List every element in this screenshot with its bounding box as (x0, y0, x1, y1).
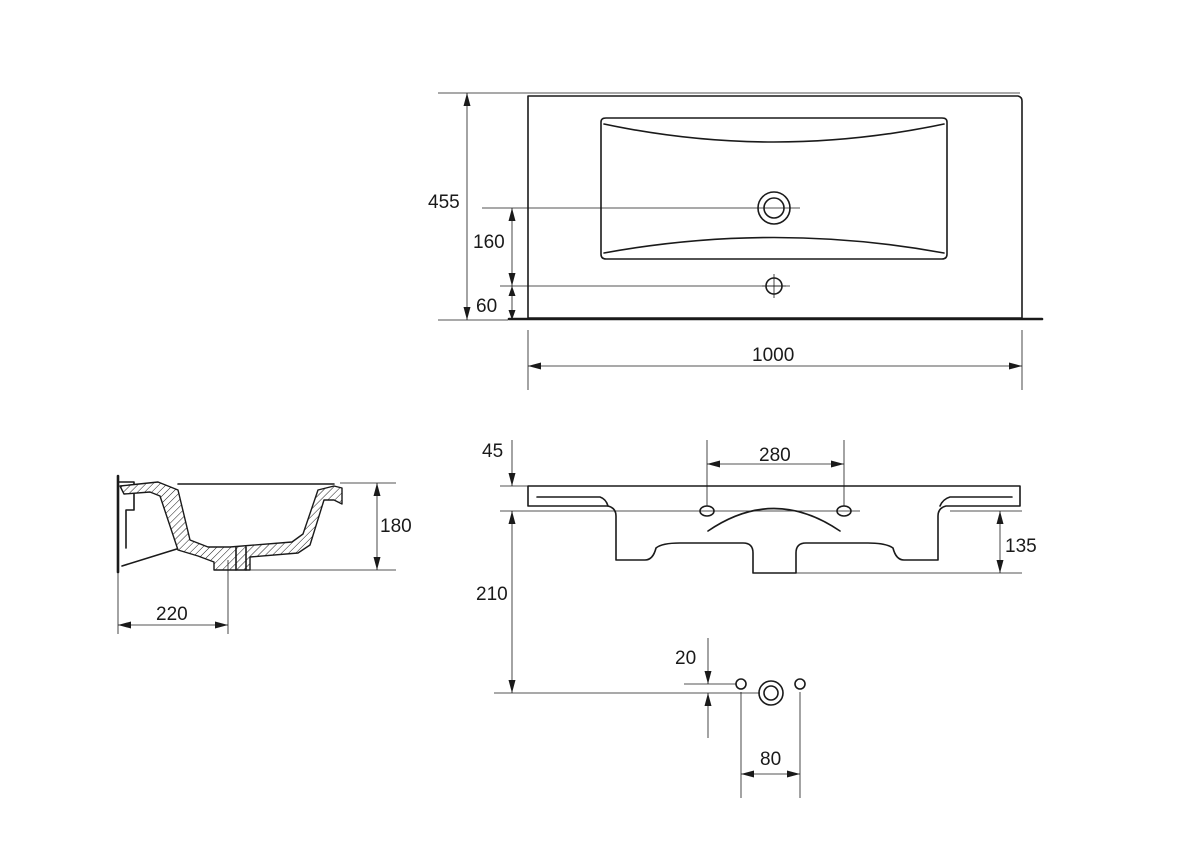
detail-drain-inner (763, 685, 779, 701)
bowl-arch (707, 507, 841, 532)
arrow-210-bottom (508, 680, 516, 693)
dim-label-1000: 1000 (752, 345, 794, 366)
arrow-220-right (215, 621, 228, 629)
arrow-160-bottom (508, 273, 516, 286)
arrow-80-left (741, 770, 754, 778)
arrow-1000-right (1009, 362, 1022, 370)
dim-label-210: 210 (476, 584, 508, 605)
inner-rim-right (939, 496, 1013, 507)
basin-outline-top (527, 95, 1023, 319)
top-view: 455 160 60 1000 (428, 92, 1044, 390)
mounting-bracket (117, 481, 135, 549)
arrow-280-right (831, 460, 844, 468)
arrow-20-bottom (704, 693, 712, 706)
detail-drain-outer (758, 680, 784, 706)
dim-label-20: 20 (675, 648, 696, 669)
dim-label-60: 60 (476, 296, 497, 317)
arrow-1000-left (528, 362, 541, 370)
arrow-220-left (118, 621, 131, 629)
side-view: 180 220 (116, 474, 412, 634)
bowl-outline-top (600, 117, 948, 260)
dim-label-220: 220 (156, 604, 188, 625)
detail-tap-right (794, 678, 806, 690)
arrow-160-top (508, 208, 516, 221)
arrow-135-bottom (996, 560, 1004, 573)
arrow-60-bottom (508, 310, 516, 320)
arrow-20-top (704, 671, 712, 684)
arrow-455-bottom (463, 307, 471, 320)
inner-rim-left (536, 496, 609, 507)
arrow-280-left (707, 460, 720, 468)
hole-detail-view: 20 80 (494, 638, 806, 798)
basin-underside (121, 547, 181, 567)
dim-label-280: 280 (759, 445, 791, 466)
drain-outlet (235, 546, 247, 571)
basin-section (119, 481, 343, 571)
front-view: 45 280 135 210 (476, 440, 1037, 693)
arrow-455-top (463, 93, 471, 106)
dim-label-80: 80 (760, 749, 781, 770)
arrow-135-top (996, 511, 1004, 524)
arrow-45-top (508, 473, 516, 486)
bowl-upper-curve (603, 123, 945, 143)
arrow-80-right (787, 770, 800, 778)
dim-label-160: 160 (473, 232, 505, 253)
dim-label-45: 45 (482, 441, 503, 462)
dim-label-180: 180 (380, 516, 412, 537)
arrow-180-top (373, 483, 381, 496)
dim-label-135: 135 (1005, 536, 1037, 557)
dim-label-455: 455 (428, 192, 460, 213)
bowl-lower-curve (603, 236, 945, 254)
arrow-180-bottom (373, 557, 381, 570)
arrow-60-top (508, 286, 516, 296)
detail-tap-left (735, 678, 747, 690)
